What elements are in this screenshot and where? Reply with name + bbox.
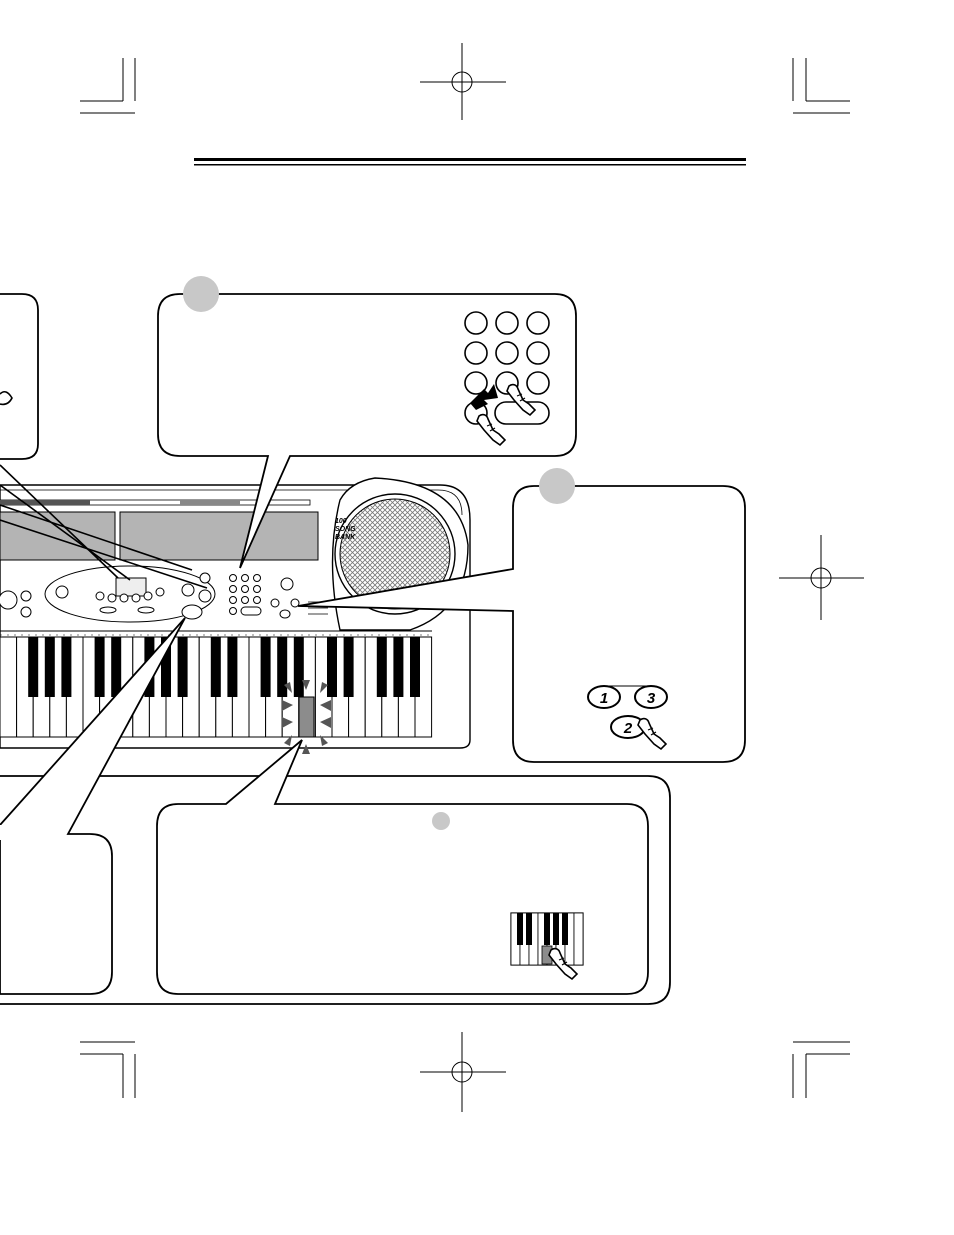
mini-black-key [526,913,532,945]
mode-button-group: 1 3 2 [587,685,668,750]
lower-frame [0,775,671,1005]
speaker-label-line3: BANK [335,534,356,541]
mini-black-key [553,913,559,945]
mode-button-1-label: 1 [600,690,608,707]
keypad-key-1 [464,311,488,335]
mode-button-2-label: 2 [623,720,633,737]
mini-number-pad [229,574,328,619]
black-key [410,637,420,697]
display-panel [119,511,319,561]
mini-black-key [562,913,568,945]
keypad-key-3 [526,311,550,335]
keypad-key-5 [495,341,519,365]
black-key [376,637,387,697]
black-key [111,637,122,697]
key-flash-rays [282,680,331,754]
keypad-key-4 [464,341,488,365]
press-arrow-icon [470,384,498,410]
black-key [293,637,304,697]
black-key [227,637,238,697]
lower-left-callout-bubble [0,617,186,995]
black-key [327,637,337,697]
keypad-key-7 [464,371,488,395]
mode-button-1 [587,685,621,709]
white-key [0,636,18,738]
left-callout-bubble [0,293,39,460]
mode-callout-bubble: 1 3 2 [297,468,746,763]
black-key [28,637,39,697]
title-rule [194,158,746,166]
black-key [343,637,354,697]
mini-white-key [573,912,584,966]
mode-button-3 [634,685,668,709]
step-marker-keypad [183,276,219,312]
black-key [393,637,404,697]
keypad-key-9 [526,371,550,395]
speaker-label-line2: SONG [335,526,356,533]
black-key [61,637,72,697]
black-keys [28,637,420,697]
control-oval [0,565,216,623]
keypad-diagram [464,311,550,425]
black-key [94,637,105,697]
black-key [161,637,171,697]
keypad-key-2 [495,311,519,335]
black-key [277,637,288,697]
keypad-key-6 [526,341,550,365]
keyboard-callout-bubble [156,739,649,995]
speaker-label-line1: 100 [335,518,347,525]
black-key [210,637,221,697]
step-marker-keyboard [432,812,450,830]
mini-black-key [544,913,550,945]
keyboard-illustration: 100 SONG BANK [0,477,471,754]
mini-keyboard-diagram [510,912,584,980]
black-key [177,637,188,697]
black-key [260,637,271,697]
callout-pointer-lines [0,464,208,589]
crop-marks [80,43,864,1112]
mode-button-3-label: 3 [647,690,656,707]
black-key [44,637,55,697]
step-marker-mode [539,468,575,504]
mini-black-key [517,913,523,945]
highlighted-key [298,696,315,738]
keypad-callout-bubble [157,276,577,569]
